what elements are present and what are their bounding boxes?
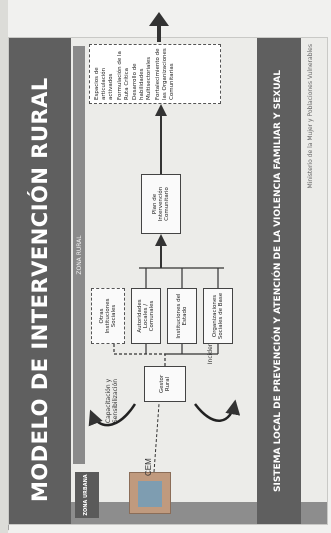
box-instituciones: Instituciones del Estado [167,288,197,344]
footer-text: Ministerio de la Mujer y Poblaciones Vul… [307,44,314,189]
right-bracket [139,267,224,288]
box-autoridades: Autoridades Locales / Comunales [131,288,161,344]
outcome-item: Espacios de articulación activados [94,67,114,100]
box-otros: Otras Instituciones Sociales [91,288,125,344]
outcome-item: Formulación de la Ruta Crítica [116,51,130,100]
line-cem-gestor [153,403,160,473]
line-otros [113,344,166,366]
slide: MODELO DE INTERVENCIÓN RURAL ZONA URBANA… [8,12,328,525]
caption-band: SISTEMA LOCAL DE PREVENCIÓN Y ATENCIÓN D… [257,38,301,524]
curved-arrow-bottom [194,399,241,422]
outcome-item: Fortalecimiento de las Organizaciones Co… [155,48,175,100]
gestor-box: Gestor Rural [144,366,186,402]
zone-rural-header: ZONA RURAL [73,46,85,464]
scan-edge: _____ [0,0,9,533]
big-arrow-head [149,12,169,26]
cem-house-image [129,472,171,514]
zone-urbana-label: ZONA URBANA [75,472,99,518]
cem-side-text: Capacitación y Sensibilización [105,378,120,424]
plan-box: Plan de Intervención Comunitario [141,174,181,234]
cem-label: CEM [144,458,153,476]
slide-title: MODELO DE INTERVENCIÓN RURAL [9,38,71,524]
outcome-item: Desarrollo de habilidades Multisectorial… [132,56,153,100]
box-organizaciones: Organizaciones Sociales de Base [203,288,233,344]
outcomes-list: Espacios de articulación activados Formu… [89,44,221,104]
